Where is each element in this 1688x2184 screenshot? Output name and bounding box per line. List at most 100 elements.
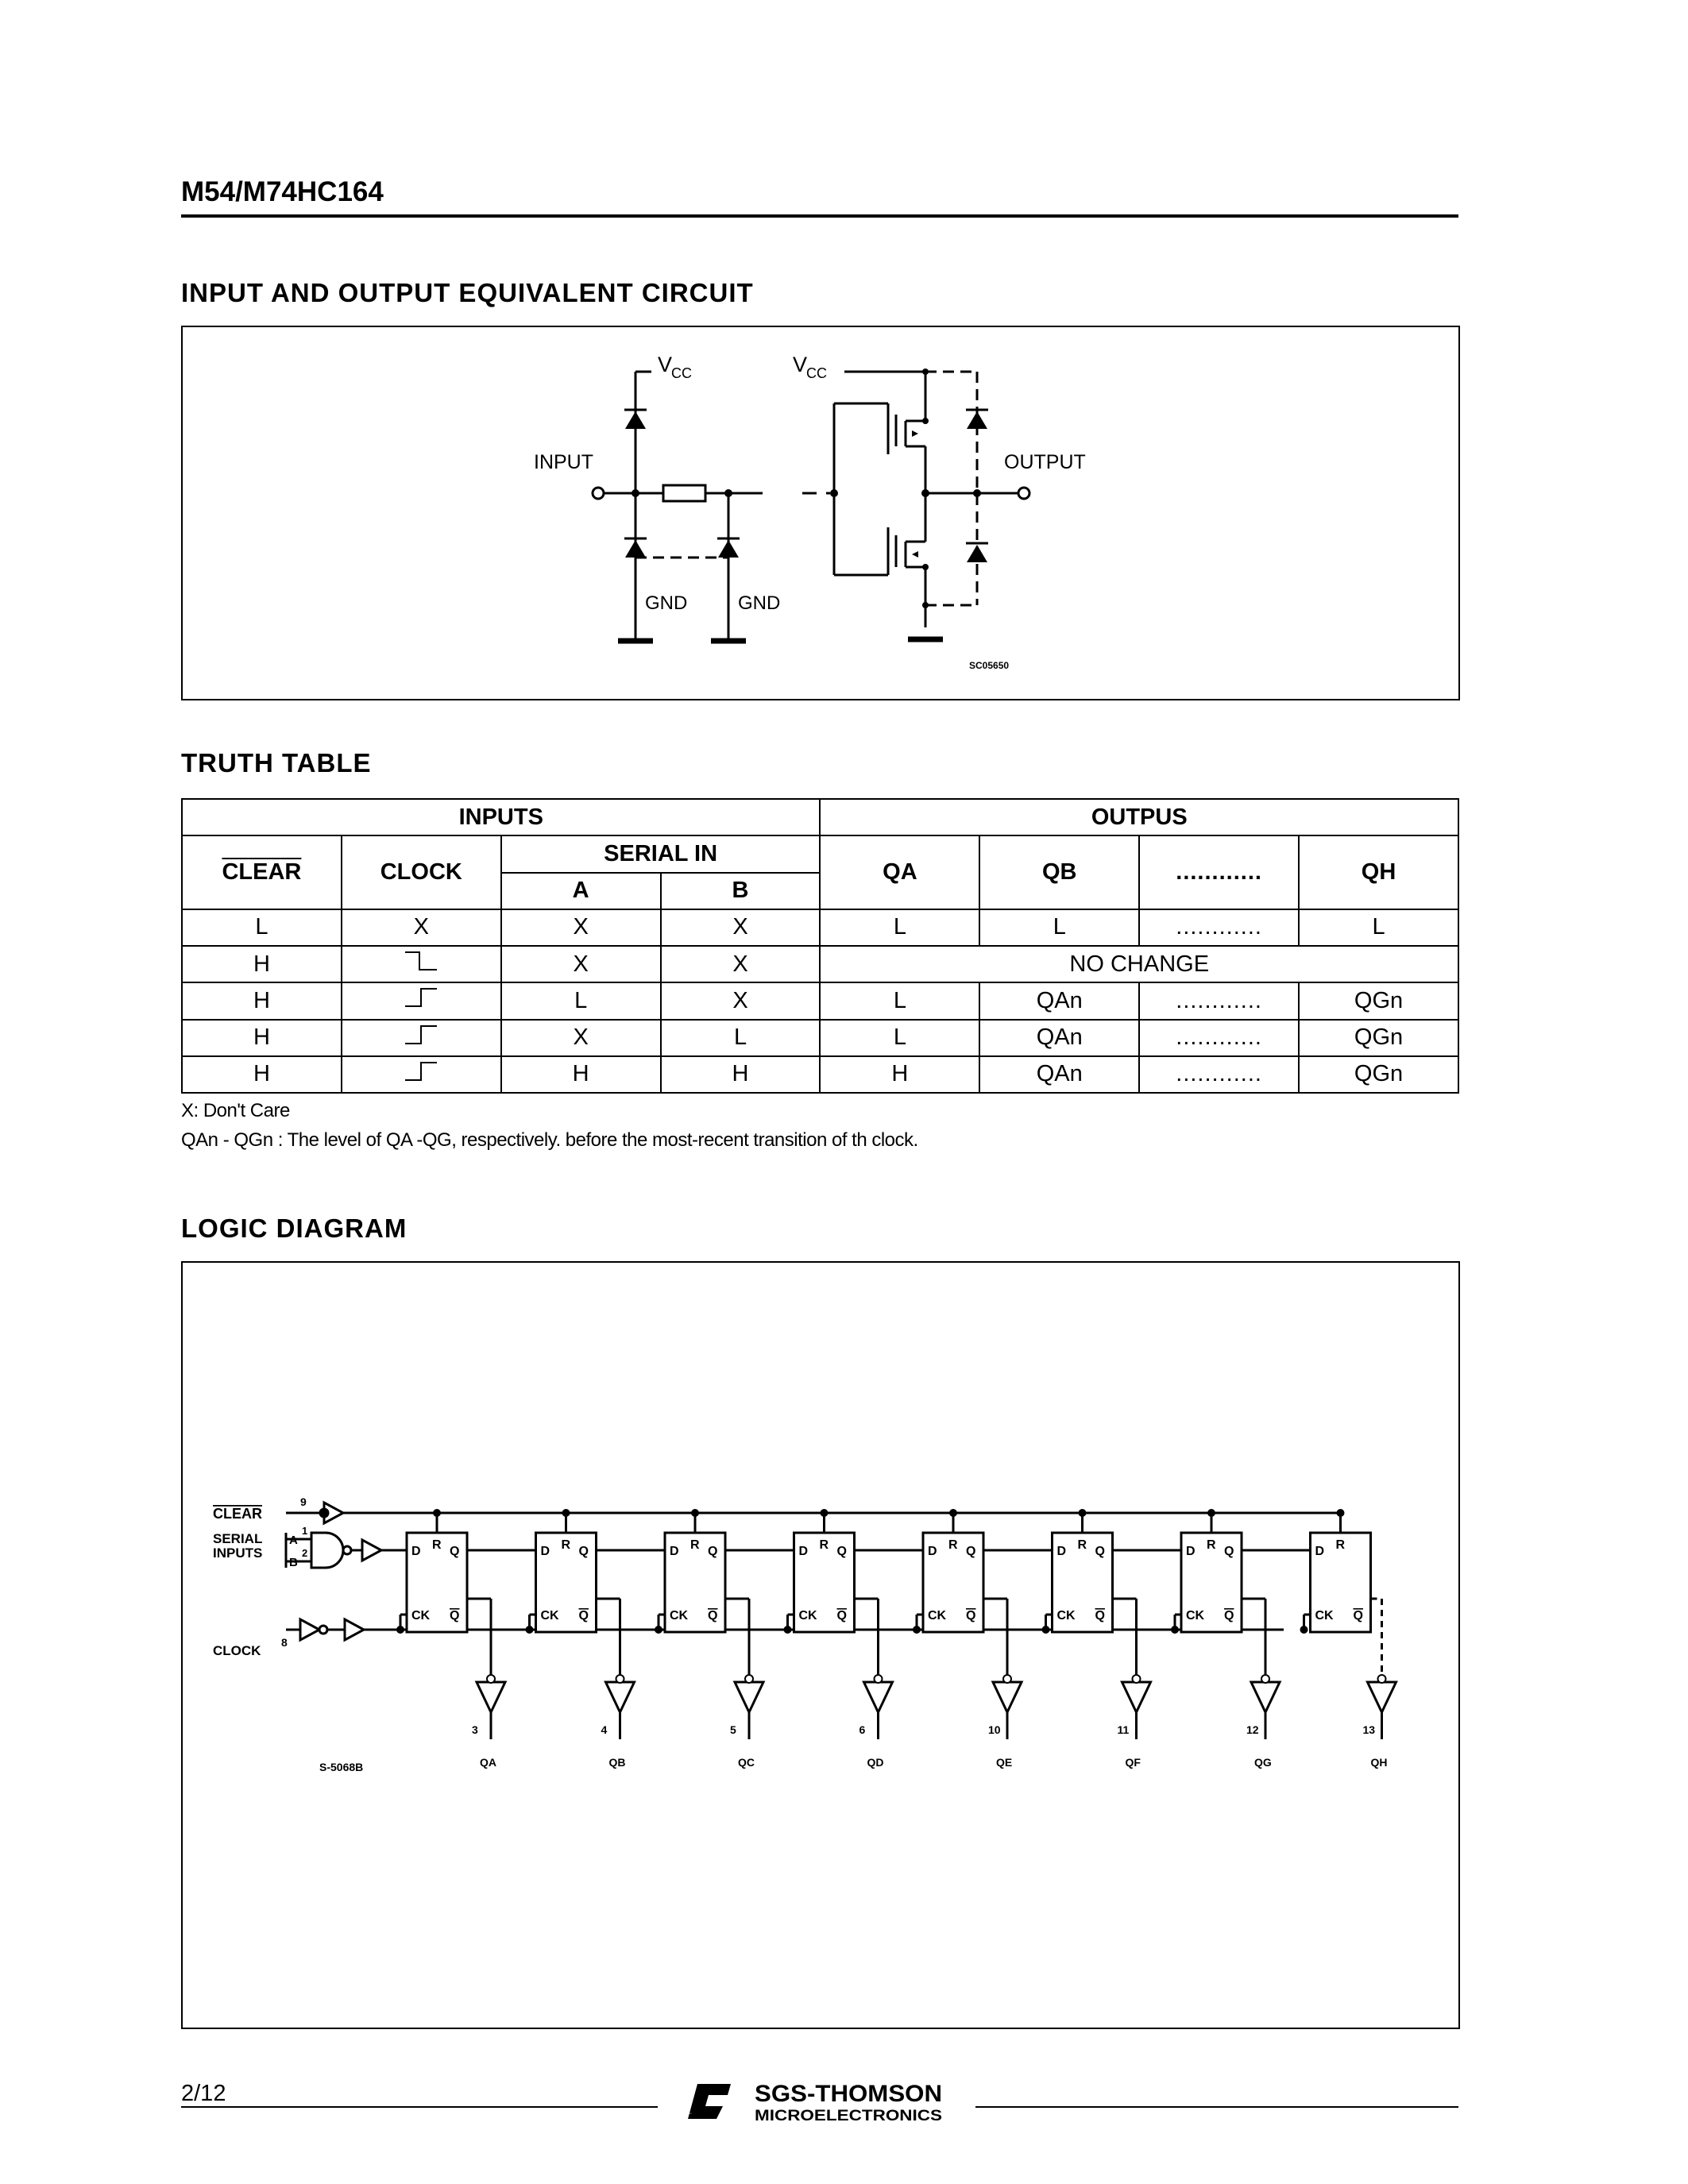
rising-edge-icon bbox=[405, 1024, 438, 1044]
output-name-label: QG bbox=[1254, 1756, 1272, 1769]
cell-b: H bbox=[659, 1055, 821, 1094]
cell-b: X bbox=[659, 908, 821, 947]
output-name-label: QA bbox=[480, 1756, 496, 1769]
output-inversion-bubble bbox=[1131, 1674, 1141, 1684]
output-inversion-bubble bbox=[1002, 1674, 1012, 1684]
ff-d-label: D bbox=[1057, 1545, 1067, 1558]
junction-dot bbox=[433, 1509, 441, 1517]
output-buffer-icon bbox=[1365, 1680, 1398, 1715]
table-row: H H H H QAn ............ QGn bbox=[181, 1055, 1459, 1094]
falling-edge-icon bbox=[405, 951, 438, 971]
junction-dot bbox=[1171, 1626, 1179, 1634]
st-logo-text: ST bbox=[689, 2113, 692, 2115]
output-inversion-bubble bbox=[615, 1674, 625, 1684]
ff-r-label: R bbox=[562, 1538, 571, 1552]
output-pin-number: 12 bbox=[1246, 1723, 1259, 1736]
junction-dot bbox=[1336, 1509, 1345, 1517]
output-buffer-icon bbox=[1120, 1680, 1153, 1715]
ff-ck-label: CK bbox=[670, 1609, 689, 1623]
junction-dot bbox=[1300, 1626, 1308, 1634]
ff-r-label: R bbox=[1078, 1538, 1087, 1552]
serial-inputs-label-2: INPUTS bbox=[213, 1545, 262, 1561]
ff-ck-label: CK bbox=[928, 1609, 947, 1623]
cell-dots: ............ bbox=[1138, 908, 1300, 947]
cell-qb: L bbox=[979, 908, 1141, 947]
clock-pin-number: 8 bbox=[281, 1636, 288, 1649]
cell-clock: X bbox=[340, 908, 502, 947]
footer-rule-left bbox=[181, 2106, 658, 2108]
vcc-sub-right: CC bbox=[806, 365, 827, 381]
table-row: L X X X L L ............ L bbox=[181, 908, 1459, 947]
cell-qh: QGn bbox=[1298, 1018, 1459, 1057]
cell-qh: L bbox=[1298, 908, 1459, 947]
cell-clock bbox=[340, 944, 502, 984]
junction-dot bbox=[913, 1626, 921, 1634]
output-pin-number: 6 bbox=[859, 1723, 866, 1736]
output-inversion-bubble bbox=[1377, 1674, 1387, 1684]
cell-qa: L bbox=[819, 982, 981, 1021]
cell-b: L bbox=[659, 1018, 821, 1057]
junction-dot bbox=[1041, 1626, 1050, 1634]
output-pin-number: 4 bbox=[601, 1723, 608, 1736]
company-name: SGS-THOMSON bbox=[755, 2081, 942, 2107]
st-logo-mark-icon bbox=[688, 2084, 731, 2119]
clock-input-label: CLOCK bbox=[213, 1643, 261, 1658]
cell-clock bbox=[340, 982, 502, 1021]
output-name-label: QE bbox=[996, 1756, 1012, 1769]
b-header: B bbox=[659, 871, 821, 910]
note-dont-care: X: Don't Care bbox=[181, 1100, 290, 1121]
cell-clock bbox=[340, 1018, 502, 1057]
inputs-header: INPUTS bbox=[180, 797, 821, 837]
ff-qbar-label: Q bbox=[1224, 1609, 1234, 1623]
cell-clear: H bbox=[181, 982, 342, 1021]
ff-r-label: R bbox=[948, 1538, 958, 1552]
sgs-thomson-logo: ST SGS-THOMSON MICROELECTRONICS bbox=[688, 2081, 942, 2124]
cell-dots: ............ bbox=[1138, 982, 1300, 1021]
output-inversion-bubble bbox=[744, 1674, 754, 1684]
cell-clear: H bbox=[181, 944, 342, 984]
cell-no-change: NO CHANGE bbox=[819, 944, 1459, 984]
clear-input-label: CLEAR bbox=[213, 1506, 262, 1522]
ff-q-label: Q bbox=[708, 1545, 717, 1558]
output-buffer-icon bbox=[604, 1680, 636, 1715]
cell-qh: QGn bbox=[1298, 982, 1459, 1021]
circuit-code: SC05650 bbox=[969, 660, 1009, 671]
ff-d-label: D bbox=[799, 1545, 809, 1558]
cell-qb: QAn bbox=[979, 982, 1141, 1021]
output-label: OUTPUT bbox=[1004, 451, 1086, 473]
ff-qbar-label: Q bbox=[450, 1609, 459, 1623]
output-inversion-bubble bbox=[873, 1674, 883, 1684]
input-label: INPUT bbox=[534, 451, 593, 473]
output-buffer-icon bbox=[732, 1680, 766, 1715]
cell-a: H bbox=[500, 1055, 662, 1094]
ff-qbar-label: Q bbox=[579, 1609, 589, 1623]
ff-ck-label: CK bbox=[1057, 1609, 1076, 1623]
cell-a: X bbox=[500, 944, 662, 984]
output-pin-number: 11 bbox=[1118, 1723, 1130, 1736]
flip-flop-box bbox=[405, 1531, 469, 1634]
cell-qa: H bbox=[819, 1055, 981, 1094]
ff-ck-label: CK bbox=[1186, 1609, 1205, 1623]
table-row: H L X L QAn ............ QGn bbox=[181, 982, 1459, 1021]
ff-q-label: Q bbox=[450, 1545, 459, 1558]
output-name-label: QF bbox=[1126, 1756, 1141, 1769]
ff-qbar-label: Q bbox=[966, 1609, 975, 1623]
junction-dot bbox=[949, 1509, 957, 1517]
header-rule bbox=[181, 214, 1458, 218]
qb-header: QB bbox=[979, 835, 1141, 910]
output-name-label: QD bbox=[867, 1756, 884, 1769]
ff-ck-label: CK bbox=[799, 1609, 818, 1623]
ff-qbar-label: Q bbox=[1095, 1609, 1105, 1623]
qh-header: QH bbox=[1298, 835, 1459, 910]
io-circuit-diagram: V CC V CC INPUT OUTPUT GND GND SC05650 bbox=[534, 353, 1086, 671]
junction-dot bbox=[525, 1626, 534, 1634]
output-name-label: QC bbox=[738, 1756, 755, 1769]
output-pin-number: 13 bbox=[1363, 1723, 1376, 1736]
junction-dot bbox=[562, 1509, 570, 1517]
serial-b-label: B bbox=[289, 1556, 298, 1569]
outputs-header: OUTPUS bbox=[819, 797, 1459, 837]
output-name-label: QB bbox=[609, 1756, 626, 1769]
cell-clock bbox=[340, 1055, 502, 1094]
cell-qb: QAn bbox=[979, 1055, 1141, 1094]
